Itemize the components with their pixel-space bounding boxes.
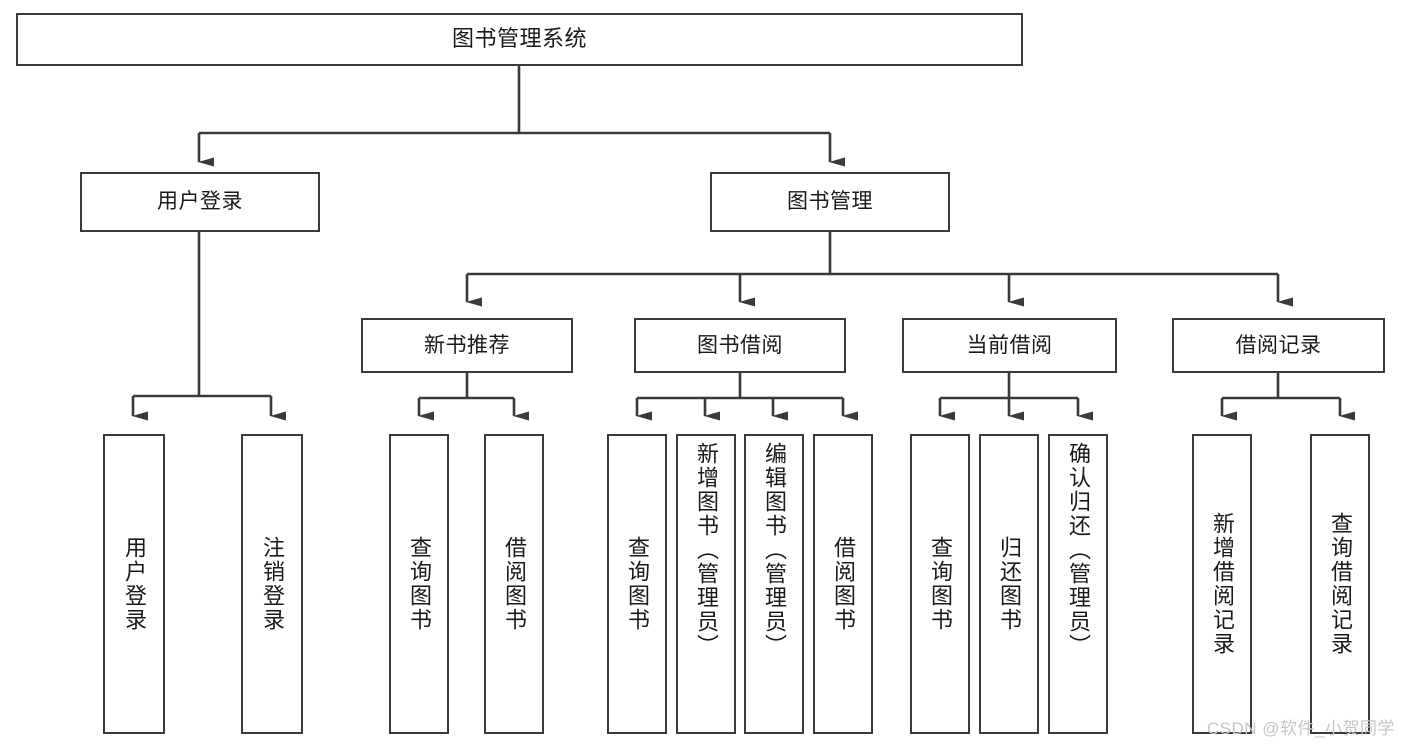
node-label: 注销登录 [260, 536, 285, 632]
node-leaf-query-books-recommend[interactable]: 查询图书 [389, 434, 449, 734]
node-label: 用户登录 [157, 190, 243, 214]
node-root-book-management-system[interactable]: 图书管理系统 [16, 13, 1023, 66]
node-book-borrowing[interactable]: 图书借阅 [634, 318, 846, 373]
node-leaf-edit-book-admin[interactable]: 编辑图书（管理员） [744, 434, 804, 734]
node-label: 当前借阅 [966, 333, 1053, 357]
node-label: 新书推荐 [424, 333, 510, 357]
node-label: 确认归还（管理员） [1066, 442, 1091, 658]
node-book-management[interactable]: 图书管理 [710, 172, 950, 232]
node-label: 新增图书（管理员） [694, 442, 719, 658]
node-label: 查询借阅记录 [1328, 512, 1353, 656]
node-label: 借阅图书 [502, 536, 527, 632]
node-leaf-borrow-books-borrow[interactable]: 借阅图书 [813, 434, 873, 734]
node-label: 查询图书 [928, 536, 953, 632]
node-leaf-user-login[interactable]: 用户登录 [103, 434, 165, 734]
node-leaf-query-books-current[interactable]: 查询图书 [910, 434, 970, 734]
node-user-login[interactable]: 用户登录 [80, 172, 320, 232]
node-leaf-return-book[interactable]: 归还图书 [979, 434, 1039, 734]
node-label: 借阅图书 [831, 536, 856, 632]
node-label: 查询图书 [407, 536, 432, 632]
node-leaf-add-book-admin[interactable]: 新增图书（管理员） [676, 434, 736, 734]
node-label: 图书管理系统 [451, 26, 587, 52]
node-leaf-add-borrow-record[interactable]: 新增借阅记录 [1192, 434, 1252, 734]
node-label: 查询图书 [625, 536, 650, 632]
node-leaf-confirm-return-admin[interactable]: 确认归还（管理员） [1048, 434, 1108, 734]
node-label: 用户登录 [122, 536, 147, 632]
node-leaf-borrow-books-recommend[interactable]: 借阅图书 [484, 434, 544, 734]
node-new-book-recommendation[interactable]: 新书推荐 [361, 318, 573, 373]
node-label: 归还图书 [997, 536, 1022, 632]
node-label: 图书管理 [787, 190, 873, 214]
node-label: 编辑图书（管理员） [762, 442, 787, 658]
node-leaf-query-borrow-record[interactable]: 查询借阅记录 [1310, 434, 1370, 734]
node-label: 图书借阅 [697, 333, 783, 357]
node-label: 新增借阅记录 [1210, 512, 1235, 656]
node-current-borrowing[interactable]: 当前借阅 [902, 318, 1117, 373]
node-borrowing-records[interactable]: 借阅记录 [1172, 318, 1385, 373]
node-leaf-logout[interactable]: 注销登录 [241, 434, 303, 734]
csdn-watermark: CSDN @软件_小贺同学 [1206, 719, 1395, 738]
node-label: 借阅记录 [1235, 333, 1322, 357]
node-leaf-query-books-borrow[interactable]: 查询图书 [607, 434, 667, 734]
